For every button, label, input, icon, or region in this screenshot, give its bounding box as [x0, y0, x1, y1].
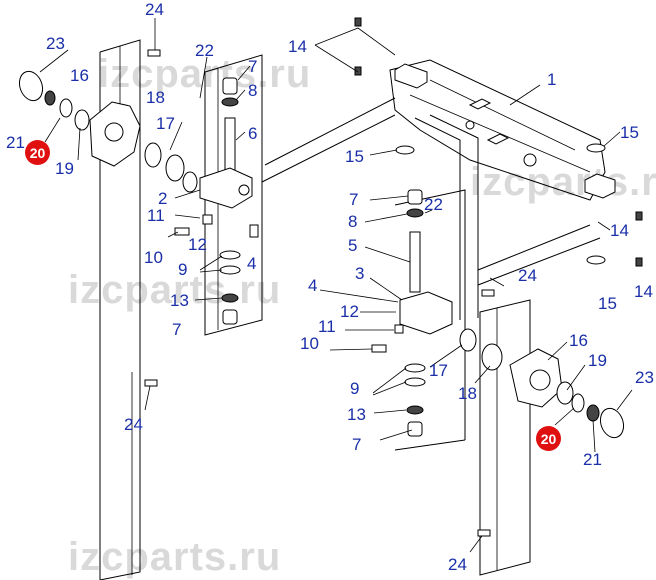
callout-label: 8: [248, 81, 258, 100]
callout-label: 4: [247, 254, 257, 273]
callout-label: 22: [424, 195, 443, 214]
callout-label: 16: [569, 331, 588, 350]
callout-label: 17: [429, 361, 448, 380]
callout-label: 10: [300, 334, 319, 353]
callout-label: 21: [583, 450, 602, 469]
bolts: [144, 17, 643, 537]
left-hub-assembly: [18, 70, 185, 182]
right-kingpin-assembly: [371, 189, 477, 437]
leader-lines: [39, 18, 633, 553]
callout-label: 19: [55, 159, 74, 178]
callout-label: 15: [598, 294, 617, 313]
callout-label: 15: [345, 147, 364, 166]
callout-label: 15: [620, 123, 639, 142]
callout-label: 17: [156, 114, 175, 133]
callout-label: 21: [6, 133, 25, 152]
right-hub-assembly: [481, 343, 625, 439]
callout-label: 24: [145, 0, 164, 19]
callout-label: 16: [70, 66, 89, 85]
callout-label: 6: [248, 124, 258, 143]
watermark: izcparts.ru: [68, 535, 282, 579]
axle-beam: [389, 59, 616, 201]
callout-label: 7: [248, 57, 258, 76]
callout-label: 18: [146, 88, 165, 107]
callout-label: 4: [308, 276, 318, 295]
callout-label: 12: [340, 302, 359, 321]
callout-label: 12: [188, 235, 207, 254]
rubber-pads: [395, 143, 606, 265]
callout-label: 7: [352, 435, 362, 454]
highlighted-part-badge[interactable]: 20: [536, 426, 561, 451]
callout-label: 14: [610, 221, 629, 240]
callout-label: 7: [349, 190, 359, 209]
left-kingpin-assembly: [174, 77, 259, 325]
callout-label: 14: [634, 282, 653, 301]
callout-label: 23: [46, 34, 65, 53]
highlighted-part-badge[interactable]: 20: [25, 140, 50, 165]
callout-label: 7: [172, 320, 182, 339]
callout-label: 9: [350, 379, 360, 398]
callout-label: 8: [348, 212, 358, 231]
callout-label: 11: [318, 317, 336, 336]
callout-label: 3: [355, 264, 365, 283]
watermark: izcparts.ru: [68, 268, 282, 312]
callout-label: 13: [347, 405, 366, 424]
callout-label: 13: [170, 291, 189, 310]
callout-label: 11: [147, 206, 165, 225]
callout-label: 9: [178, 260, 188, 279]
callout-label: 24: [124, 415, 143, 434]
callout-label: 19: [588, 351, 607, 370]
callout-label: 24: [518, 266, 537, 285]
callout-label: 22: [195, 41, 214, 60]
callout-label: 14: [288, 37, 307, 56]
callout-label: 18: [458, 384, 477, 403]
callout-label: 23: [635, 368, 654, 387]
callout-label: 24: [448, 555, 467, 574]
watermark: izcparts.ru: [470, 160, 656, 204]
callout-label: 5: [348, 236, 358, 255]
callout-label: 1: [547, 70, 557, 89]
callout-label: 10: [144, 248, 163, 267]
callout-label: 2: [158, 189, 168, 208]
